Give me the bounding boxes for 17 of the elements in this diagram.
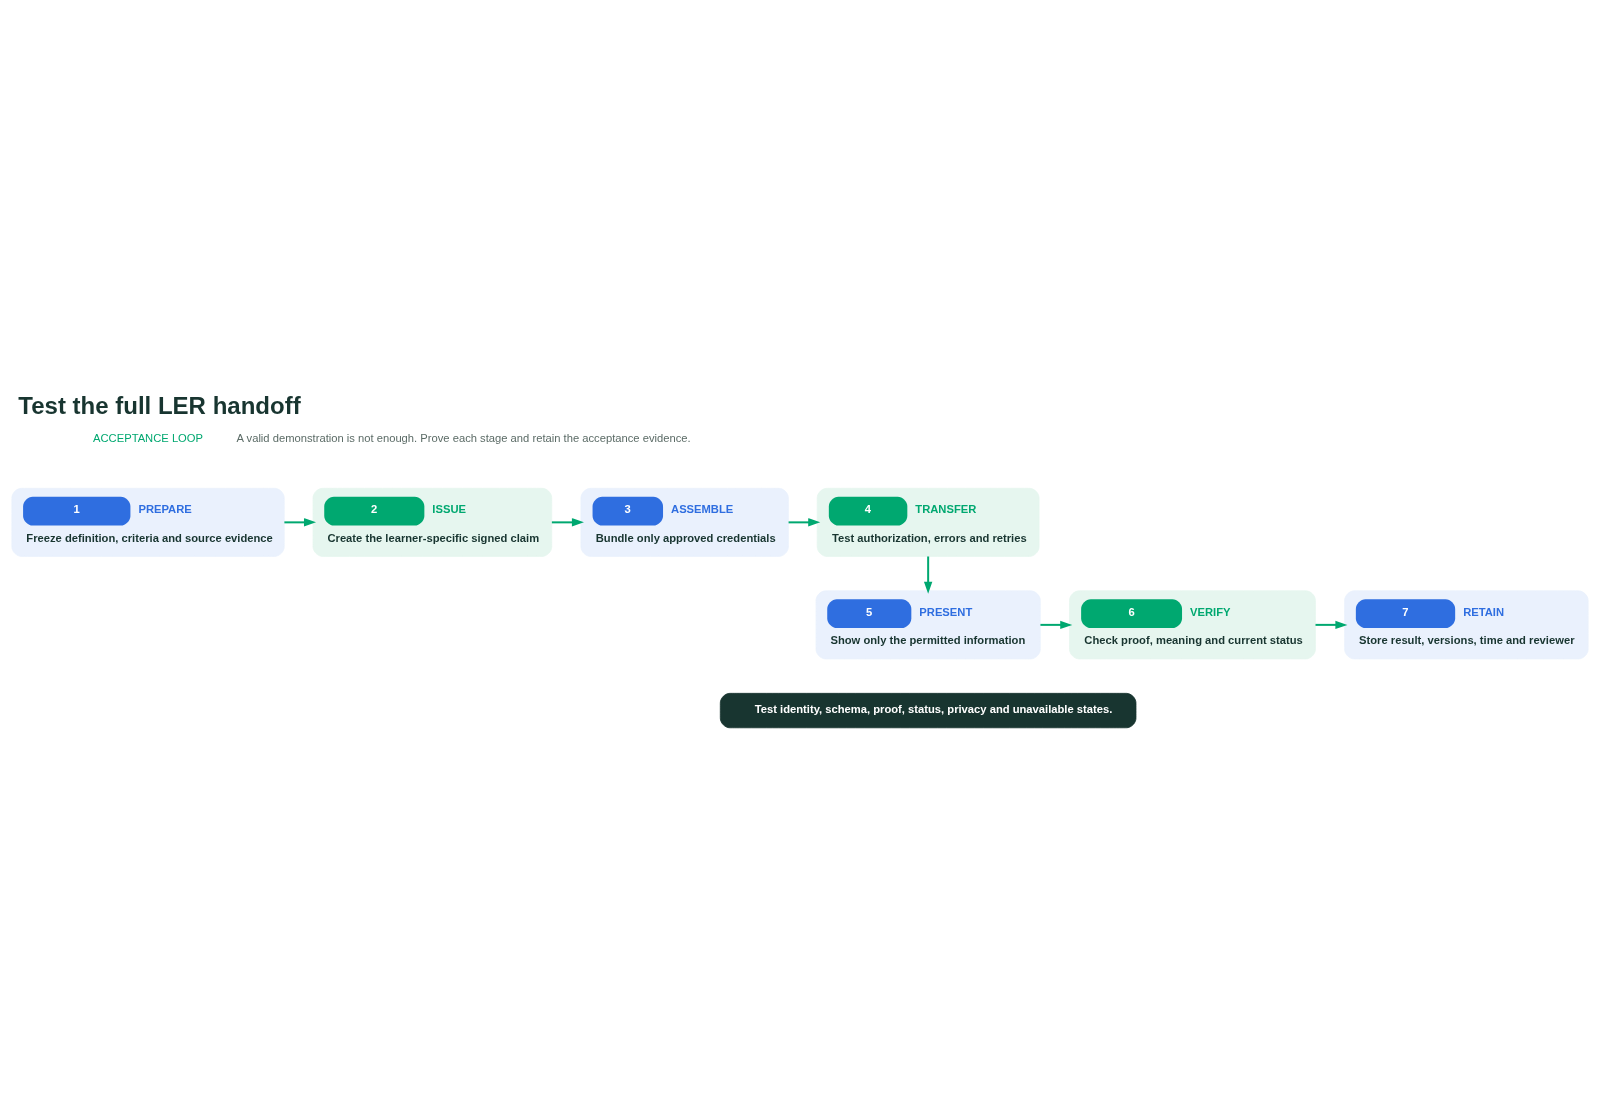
arrow xyxy=(283,518,316,527)
label: A valid demonstration is not enough. Prove each stage and retain the acceptance evidence. xyxy=(236,432,691,445)
node-box: 2 ISSUE Create the learner-specific signed claim xyxy=(312,487,553,557)
arrow xyxy=(1039,620,1073,630)
node-box: 6 VERIFY Check proof, meaning and current status xyxy=(1069,590,1316,660)
arrow xyxy=(550,518,584,527)
node-box: 7 RETAIN Store result, versions, time and reviewer xyxy=(1344,590,1589,660)
diagram-title: Test the full LER handoff xyxy=(18,391,301,419)
arrow xyxy=(923,555,933,594)
node-box: Test identity, schema, proof, status, privacy and unavailable states. xyxy=(719,692,1137,729)
node-box: 5 PRESENT Show only the permitted information xyxy=(815,590,1041,660)
node-box: 4 TRANSFER Test authorization, errors and retries xyxy=(816,487,1040,557)
arrow xyxy=(1314,620,1348,630)
node-box: 3 ASSEMBLE Bundle only approved credentials xyxy=(580,487,789,557)
label: ACCEPTANCE LOOP xyxy=(93,432,204,445)
node-box: 1 PREPARE Freeze definition, criteria and source evidence xyxy=(11,487,285,557)
arrow xyxy=(787,518,821,527)
